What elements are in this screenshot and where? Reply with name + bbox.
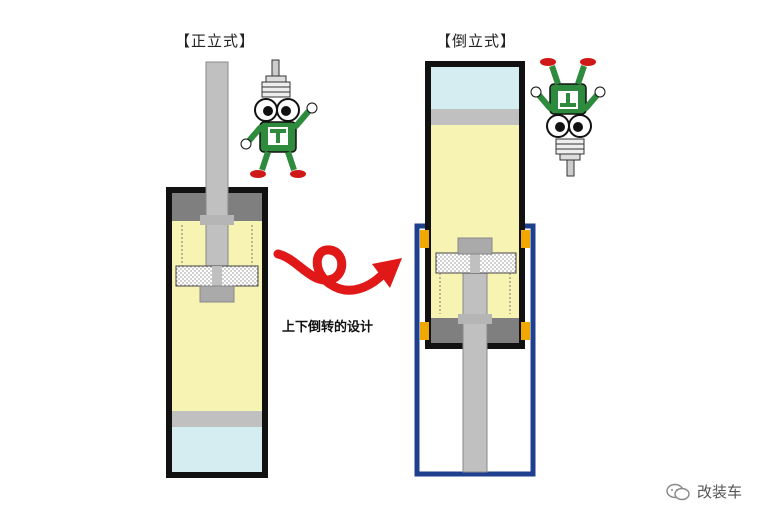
inverted-gas-chamber: [431, 67, 519, 109]
inverted-shock: [414, 61, 536, 477]
arrow-caption: 上下倒转的设计: [282, 320, 374, 335]
wechat-icon: [666, 483, 690, 500]
watermark-text: 改装车: [696, 483, 742, 501]
upright-gas-chamber: [172, 427, 262, 472]
mascot-inverted-icon: [530, 58, 606, 177]
inverted-free-piston: [431, 109, 519, 125]
upright-shock: [166, 61, 268, 478]
upright-piston-rod: [205, 61, 229, 295]
upright-free-piston: [172, 411, 262, 427]
inverted-title: 【倒立式】: [436, 32, 517, 50]
bushing: [521, 230, 530, 248]
bushing: [420, 322, 429, 340]
mascot-upright-icon: [240, 59, 318, 178]
inverted-piston-rod: [462, 261, 488, 473]
curly-arrow-icon: [273, 245, 402, 295]
bushing: [521, 322, 530, 340]
bushing: [420, 230, 429, 248]
upright-title: 【正立式】: [175, 32, 256, 50]
watermark: 改装车: [665, 481, 742, 502]
